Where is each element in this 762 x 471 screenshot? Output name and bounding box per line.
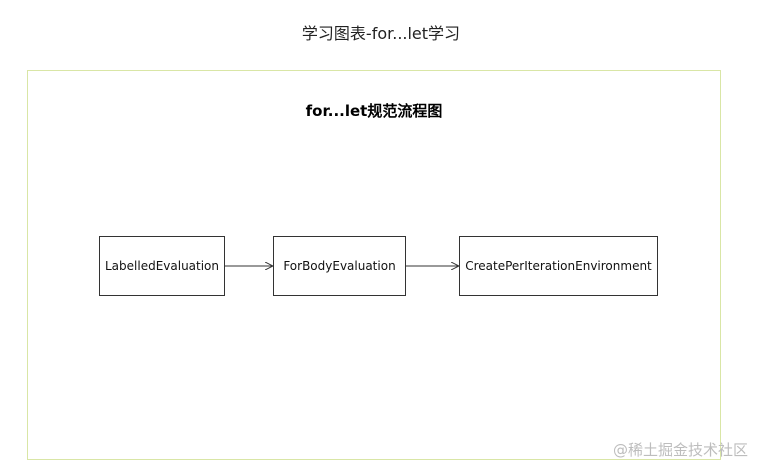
node-labelled-evaluation: LabelledEvaluation (99, 236, 225, 296)
diagram-title: for...let规范流程图 (305, 102, 443, 120)
diagram-connectors (225, 71, 722, 461)
diagram-frame: for...let规范流程图 LabelledEvaluation ForBod… (27, 70, 721, 460)
page-title: 学习图表-for...let学习 (301, 24, 461, 43)
node-label: CreatePerIterationEnvironment (465, 259, 652, 273)
node-create-per-iteration-environment: CreatePerIterationEnvironment (459, 236, 658, 296)
node-label: ForBodyEvaluation (283, 259, 396, 273)
node-label: LabelledEvaluation (104, 259, 220, 273)
watermark: @稀土掘金技术社区 (612, 441, 748, 459)
node-for-body-evaluation: ForBodyEvaluation (273, 236, 406, 296)
